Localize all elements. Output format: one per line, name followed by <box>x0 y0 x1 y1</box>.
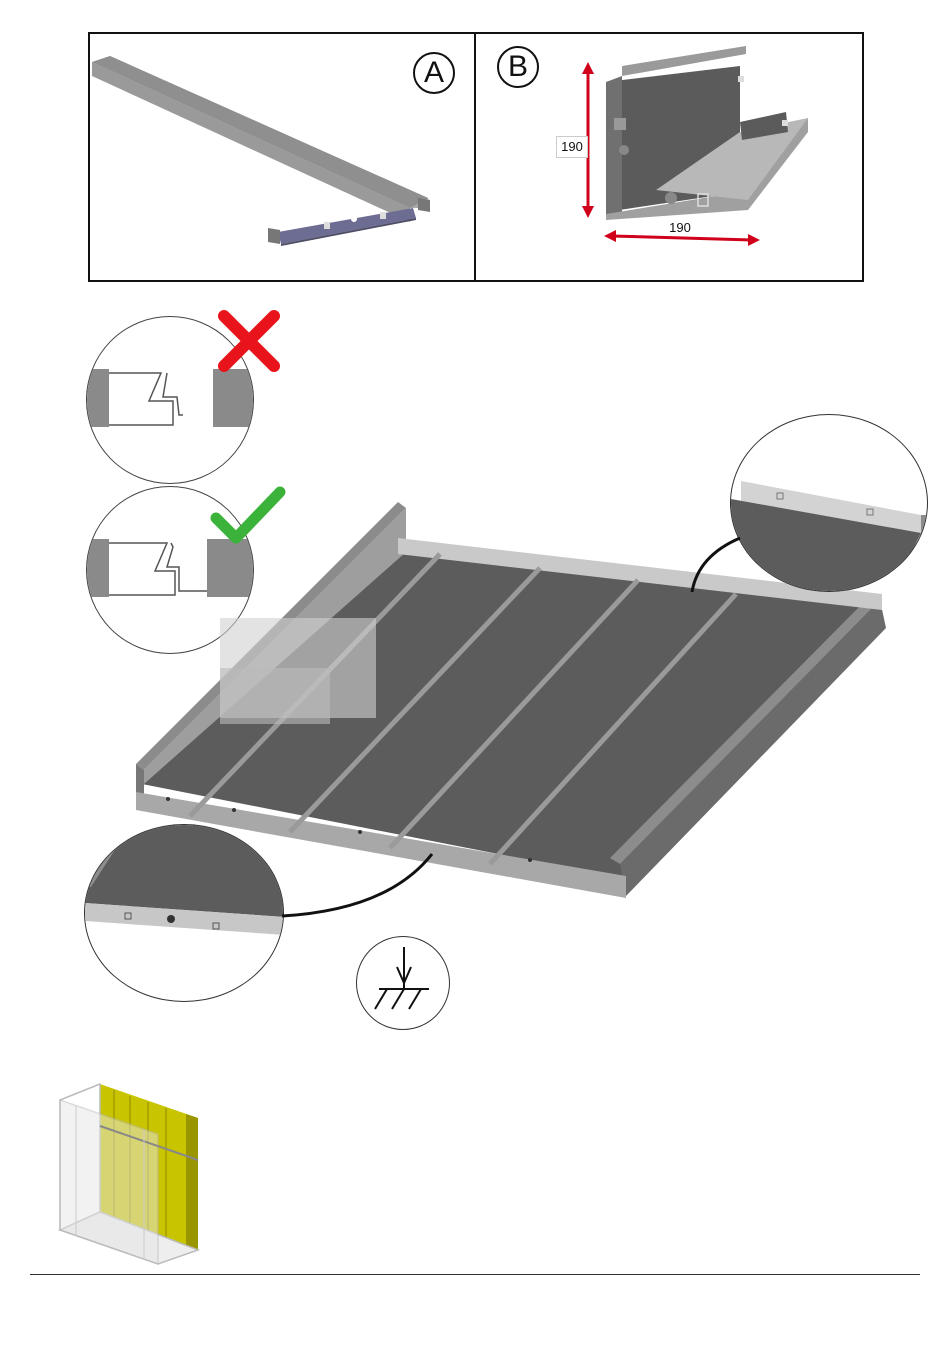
front-edge-leader <box>278 850 438 920</box>
cross-icon <box>216 308 282 374</box>
back-edge-detail <box>730 414 928 592</box>
panel-b-width-label: 190 <box>665 220 695 235</box>
back-edge-leader <box>688 532 748 596</box>
panel-a-label: A <box>415 54 453 92</box>
panel-a-badge: A <box>413 52 455 94</box>
ground-symbol-icon <box>357 937 451 1031</box>
panel-b-height-label: 190 <box>556 136 588 158</box>
front-edge-drawing <box>85 825 284 1002</box>
back-edge-drawing <box>731 415 928 592</box>
footer-rule <box>30 1274 920 1275</box>
front-edge-detail <box>84 824 284 1002</box>
ground-symbol-badge <box>356 936 450 1030</box>
location-thumbnail <box>56 1080 206 1266</box>
